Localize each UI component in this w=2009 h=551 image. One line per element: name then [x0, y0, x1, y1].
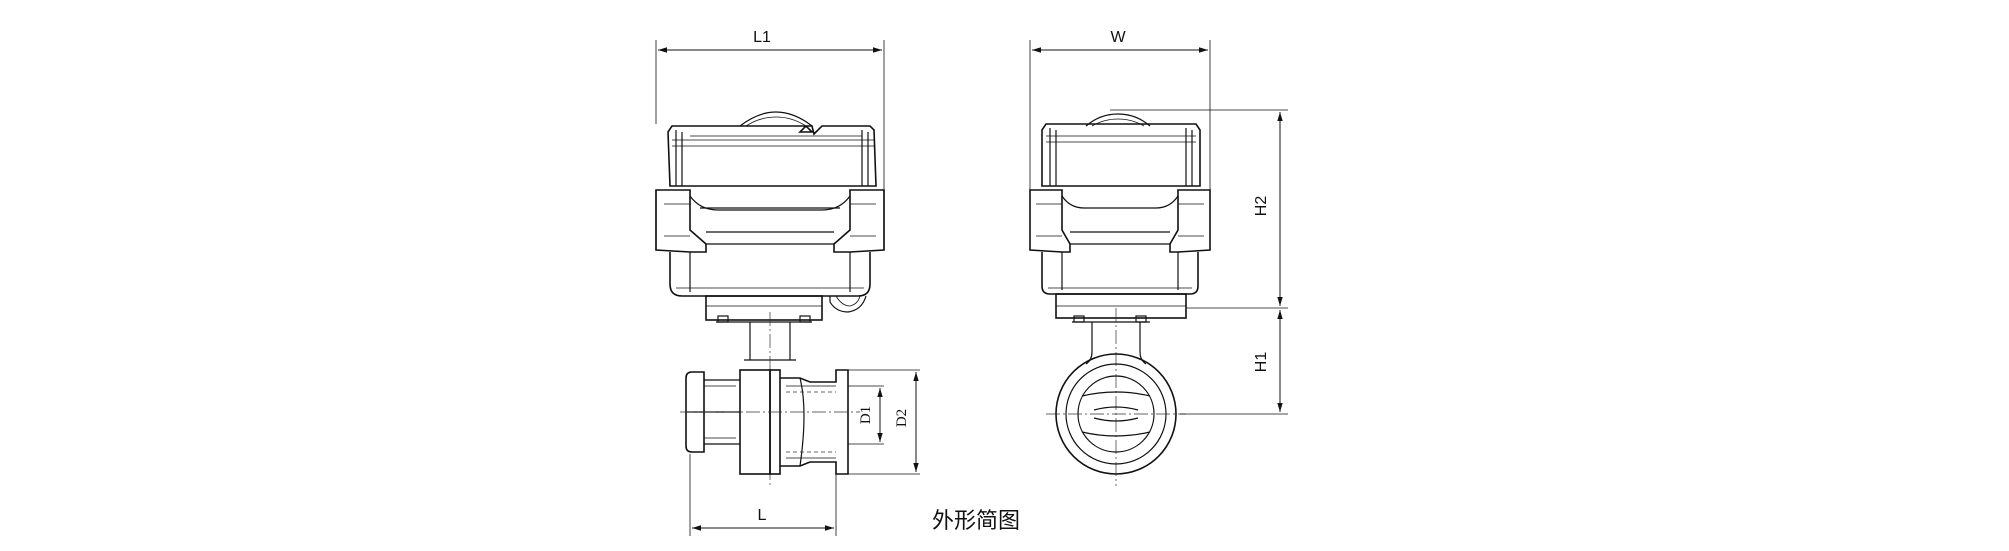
d1-label: D1	[858, 406, 874, 424]
front-actuator-housing	[655, 111, 885, 323]
l1-label: L1	[753, 29, 771, 46]
h2-label: H2	[1253, 196, 1270, 217]
d2-dimension: D2	[848, 369, 920, 475]
side-actuator-housing	[1029, 113, 1211, 323]
w-dimension: W	[1029, 29, 1211, 190]
d2-label: D2	[894, 409, 910, 427]
h2-dimension: H2	[1110, 109, 1288, 309]
l-dimension: L	[689, 454, 837, 536]
front-valve-body	[680, 369, 860, 475]
side-valve-body	[1046, 353, 1186, 475]
l-label: L	[758, 507, 767, 524]
front-view: L1	[655, 29, 920, 536]
d1-dimension: D1	[848, 385, 884, 445]
h1-dimension: H1	[1180, 310, 1288, 415]
drawing-caption: 外形简图	[932, 509, 1020, 534]
side-view: W	[1029, 29, 1288, 486]
w-label: W	[1110, 29, 1126, 46]
side-valve-stem	[1085, 308, 1147, 486]
h1-label: H1	[1253, 352, 1270, 373]
